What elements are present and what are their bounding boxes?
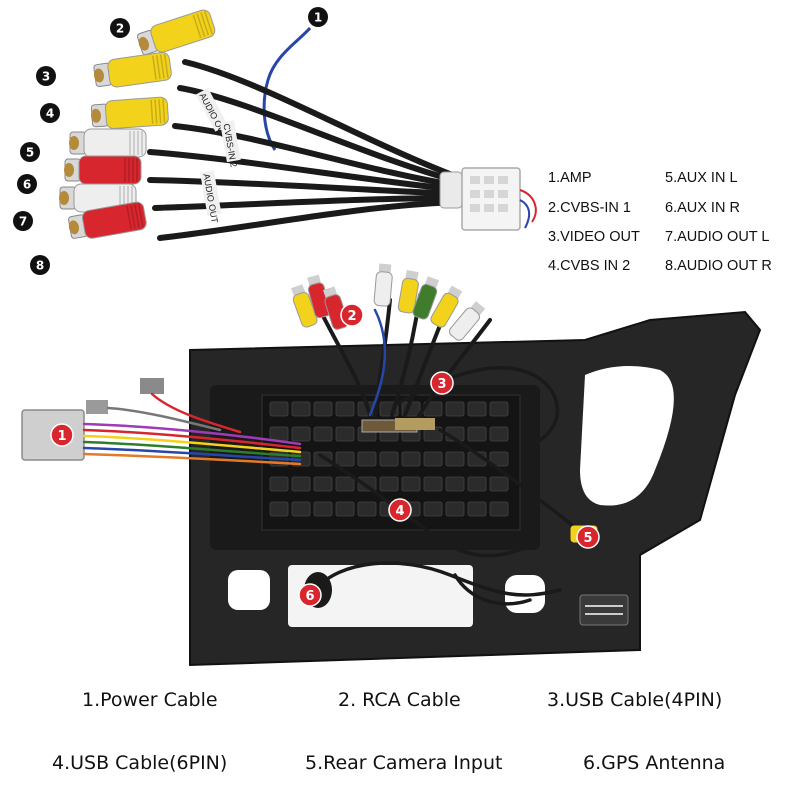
harness-badge-number: 7	[19, 215, 27, 229]
harness-badge-number: 3	[42, 70, 50, 84]
rca-plug-8	[68, 201, 147, 239]
harness-badge-1: 1	[308, 7, 328, 27]
panel-rca-plug	[397, 270, 419, 314]
panel-badge-1: 1	[50, 423, 74, 447]
panel-badge-number: 6	[305, 589, 314, 604]
cable-to-plug-6	[147, 177, 463, 197]
cable-to-plug-2	[182, 59, 463, 181]
legend-item: 1.AMP	[548, 170, 592, 186]
harness-badge-number: 6	[23, 178, 31, 192]
rca-plug-4	[90, 96, 169, 130]
gps-cable	[313, 561, 562, 597]
harness-badge-number: 4	[46, 107, 54, 121]
plug-tag-3: AUDIO OUT	[200, 170, 222, 224]
legend: 1.AMP 2.CVBS-IN 1 3.VIDEO OUT 4.CVBS IN …	[548, 170, 772, 274]
harness-badge-2: 2	[110, 18, 130, 38]
panel-badge-number: 5	[583, 531, 592, 546]
caption-power-cable: 1.Power Cable	[82, 689, 218, 711]
rca-plug-6	[64, 155, 142, 185]
panel-badge-number: 4	[395, 504, 404, 519]
harness-badge-8: 8	[30, 255, 50, 275]
camera-cable	[438, 428, 587, 537]
captions: 1.Power Cable 2. RCA Cable 3.USB Cable(4…	[52, 689, 725, 774]
legend-item: 5.AUX IN L	[665, 170, 738, 186]
usb-cable-4pin	[318, 453, 532, 558]
cable-collar	[439, 171, 463, 209]
lower-opening-left	[228, 570, 270, 610]
harness-badge-5: 5	[20, 142, 40, 162]
lower-opening-center	[288, 565, 473, 627]
cable-to-plug-8	[157, 199, 463, 241]
caption-rca-cable: 2. RCA Cable	[338, 689, 461, 711]
panel-rca-plug	[412, 276, 440, 320]
cable-to-plug-4	[172, 123, 463, 189]
panel-badge-6: 6	[298, 583, 322, 607]
side-cutout	[580, 366, 674, 506]
harness-badge-number: 8	[36, 259, 44, 273]
panel-badge-number: 1	[57, 429, 66, 444]
harness-badge-number: 2	[116, 22, 124, 36]
rca-plug-3	[93, 51, 172, 88]
harness-connector	[461, 167, 537, 231]
legend-item: 8.AUDIO OUT R	[665, 258, 772, 274]
panel-rca-plug	[373, 263, 393, 307]
harness-badge-6: 6	[17, 174, 37, 194]
panel-badge-3: 3	[430, 371, 454, 395]
rca-plug-2	[136, 9, 216, 56]
panel-rca-plug	[448, 301, 486, 341]
vent-slot	[579, 594, 629, 626]
harness-badge-number: 5	[26, 146, 34, 160]
legend-item: 7.AUDIO OUT L	[665, 229, 769, 245]
cable-to-plug-5	[147, 149, 463, 193]
panel-badge-number: 3	[437, 377, 446, 392]
panel-badge-4: 4	[388, 498, 412, 522]
panel-rca-plug	[290, 284, 318, 328]
usb-cable-6pin	[393, 365, 560, 442]
dash-panel	[189, 310, 762, 667]
panel-badge-number: 2	[347, 309, 356, 324]
legend-item: 3.VIDEO OUT	[548, 229, 640, 245]
panel-badge-2: 2	[340, 303, 364, 327]
legend-item: 6.AUX IN R	[665, 200, 740, 216]
legend-item: 2.CVBS-IN 1	[548, 200, 631, 216]
panel-badge-5: 5	[576, 525, 600, 549]
cable-to-plug-7	[152, 195, 463, 211]
harness-badge-3: 3	[36, 66, 56, 86]
panel-rca-plug	[430, 285, 463, 328]
harness-badge-7: 7	[13, 211, 33, 231]
caption-usb-6pin: 4.USB Cable(6PIN)	[52, 752, 227, 774]
rca-plug-5	[69, 128, 147, 158]
caption-rear-camera: 5.Rear Camera Input	[305, 752, 502, 774]
amp-wire	[262, 27, 312, 151]
caption-gps-antenna: 6.GPS Antenna	[583, 752, 725, 774]
caption-usb-4pin: 3.USB Cable(4PIN)	[547, 689, 722, 711]
harness-badge-number: 1	[314, 11, 322, 25]
harness-badge-4: 4	[40, 103, 60, 123]
legend-item: 4.CVBS IN 2	[548, 258, 630, 274]
